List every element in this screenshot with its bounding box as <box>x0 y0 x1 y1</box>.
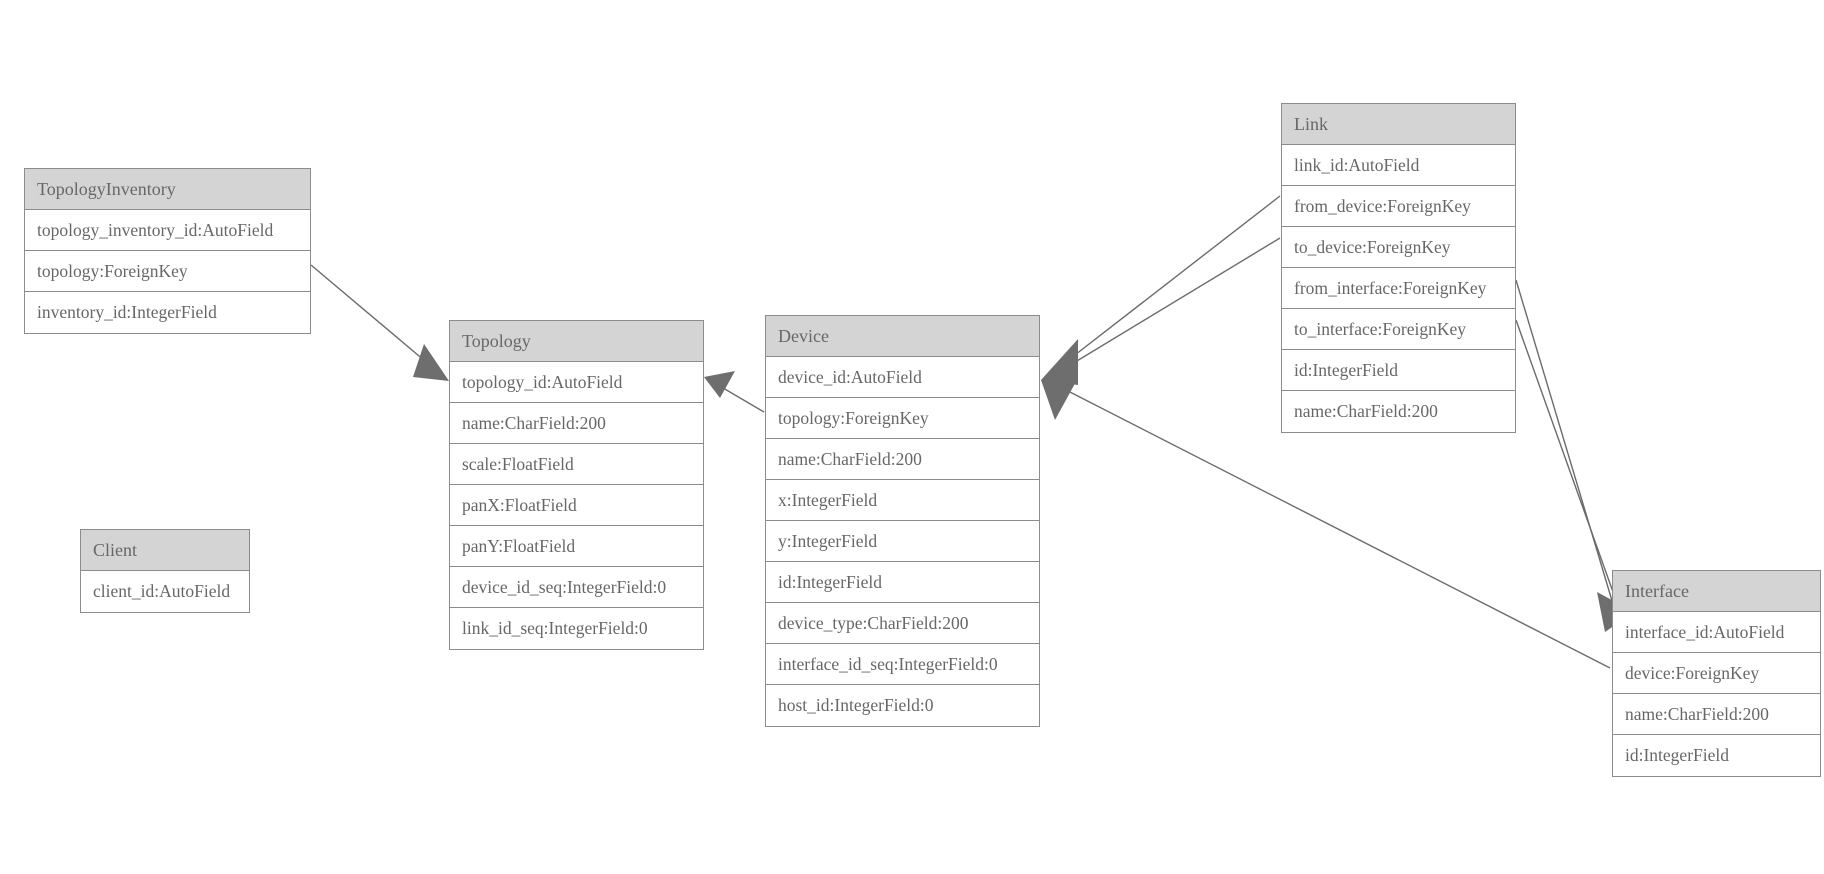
entity-field[interactable]: topology:ForeignKey <box>25 251 310 292</box>
entity-title: Device <box>766 316 1039 357</box>
entity-field[interactable]: panY:FloatField <box>450 526 703 567</box>
entity-field[interactable]: scale:FloatField <box>450 444 703 485</box>
entity-interface[interactable]: Interface interface_id:AutoField device:… <box>1612 570 1821 777</box>
edge-link-to-interface <box>1515 319 1619 607</box>
entity-field-list: topology_id:AutoField name:CharField:200… <box>450 362 703 649</box>
entity-field[interactable]: interface_id_seq:IntegerField:0 <box>766 644 1039 685</box>
entity-title: TopologyInventory <box>25 169 310 210</box>
entity-field[interactable]: name:CharField:200 <box>766 439 1039 480</box>
entity-field[interactable]: inventory_id:IntegerField <box>37 302 217 322</box>
entity-field[interactable]: id:IntegerField <box>766 562 1039 603</box>
entity-field[interactable]: host_id:IntegerField:0 <box>778 695 934 715</box>
entity-field[interactable]: name:CharField:200 <box>1613 694 1820 735</box>
entity-field[interactable]: link_id_seq:IntegerField:0 <box>462 618 648 638</box>
entity-field-list: device_id:AutoField topology:ForeignKey … <box>766 357 1039 726</box>
edge-link-from-interface <box>1515 279 1614 605</box>
arrowhead-device-from-interface <box>1041 378 1078 420</box>
entity-field[interactable]: y:IntegerField <box>766 521 1039 562</box>
entity-topology-inventory[interactable]: TopologyInventory topology_inventory_id:… <box>24 168 311 334</box>
edge-device-topology <box>704 371 765 413</box>
entity-field[interactable]: panX:FloatField <box>450 485 703 526</box>
entity-field[interactable]: device_type:CharField:200 <box>766 603 1039 644</box>
entity-title: Topology <box>450 321 703 362</box>
entity-field[interactable]: topology:ForeignKey <box>766 398 1039 439</box>
entity-field[interactable]: client_id:AutoField <box>93 581 231 601</box>
entity-field[interactable]: device_id:AutoField <box>766 357 1039 398</box>
entity-device[interactable]: Device device_id:AutoField topology:Fore… <box>765 315 1040 727</box>
entity-field-list: interface_id:AutoField device:ForeignKey… <box>1613 612 1820 776</box>
entity-field[interactable]: x:IntegerField <box>766 480 1039 521</box>
entity-field[interactable]: device:ForeignKey <box>1613 653 1820 694</box>
entity-topology[interactable]: Topology topology_id:AutoField name:Char… <box>449 320 704 650</box>
entity-field[interactable]: to_interface:ForeignKey <box>1282 309 1515 350</box>
entity-field-list: link_id:AutoField from_device:ForeignKey… <box>1282 145 1515 432</box>
entity-field[interactable]: to_device:ForeignKey <box>1282 227 1515 268</box>
entity-title: Client <box>81 530 249 571</box>
edge-topologyinventory-topology <box>310 264 449 381</box>
entity-field[interactable]: link_id:AutoField <box>1282 145 1515 186</box>
entity-field-list: client_id:AutoField <box>81 571 249 612</box>
entity-field[interactable]: name:CharField:200 <box>450 403 703 444</box>
entity-field-list: topology_inventory_id:AutoField topology… <box>25 210 310 333</box>
entity-title: Interface <box>1613 571 1820 612</box>
entity-field[interactable]: interface_id:AutoField <box>1613 612 1820 653</box>
edge-link-to-device <box>1061 237 1281 371</box>
entity-link[interactable]: Link link_id:AutoField from_device:Forei… <box>1281 103 1516 433</box>
edge-link-from-device <box>1061 195 1281 366</box>
entity-field[interactable]: id:IntegerField <box>1282 350 1515 391</box>
entity-field[interactable]: topology_inventory_id:AutoField <box>25 210 310 251</box>
entity-title: Link <box>1282 104 1515 145</box>
entity-field[interactable]: name:CharField:200 <box>1294 401 1438 421</box>
arrowhead-device-from-link <box>1041 339 1078 385</box>
entity-field[interactable]: from_device:ForeignKey <box>1282 186 1515 227</box>
entity-field[interactable]: device_id_seq:IntegerField:0 <box>450 567 703 608</box>
entity-client[interactable]: Client client_id:AutoField <box>80 529 250 613</box>
entity-field[interactable]: topology_id:AutoField <box>450 362 703 403</box>
entity-field[interactable]: id:IntegerField <box>1625 745 1730 765</box>
entity-field[interactable]: from_interface:ForeignKey <box>1282 268 1515 309</box>
